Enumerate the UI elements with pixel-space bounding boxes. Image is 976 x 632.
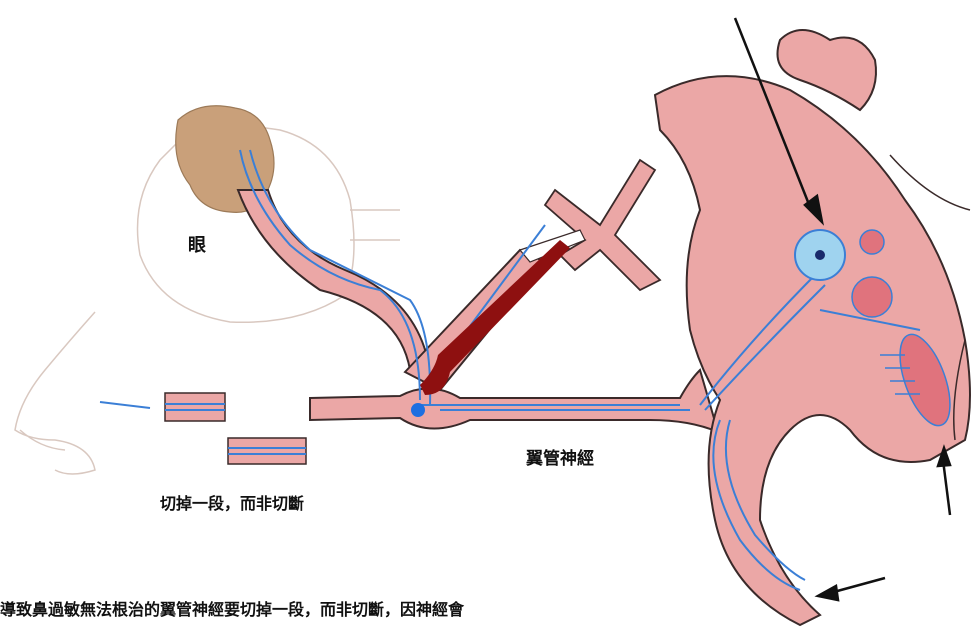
eye-label: 眼 xyxy=(188,231,206,257)
ganglion xyxy=(795,230,845,280)
artery xyxy=(420,240,570,395)
segment-lower xyxy=(228,438,306,464)
tissue-body xyxy=(238,30,970,625)
caption-text: 導致鼻過敏無法根治的翼管神經要切掉一段，而非切斷，因神經會 xyxy=(0,596,464,620)
vessel-large xyxy=(852,277,892,317)
segment-upper xyxy=(165,393,225,421)
arrow-lower xyxy=(830,578,885,593)
vessel-branch xyxy=(545,160,660,290)
nose-sketch xyxy=(15,312,95,474)
arrow-bottom-right xyxy=(943,460,950,515)
junction-dot xyxy=(411,403,425,417)
vidian-nerve-label: 翼管神經 xyxy=(526,444,594,469)
cut-note-label: 切掉一段，而非切斷 xyxy=(160,490,304,514)
cut-segments xyxy=(165,393,306,464)
vessel-small xyxy=(860,230,884,254)
